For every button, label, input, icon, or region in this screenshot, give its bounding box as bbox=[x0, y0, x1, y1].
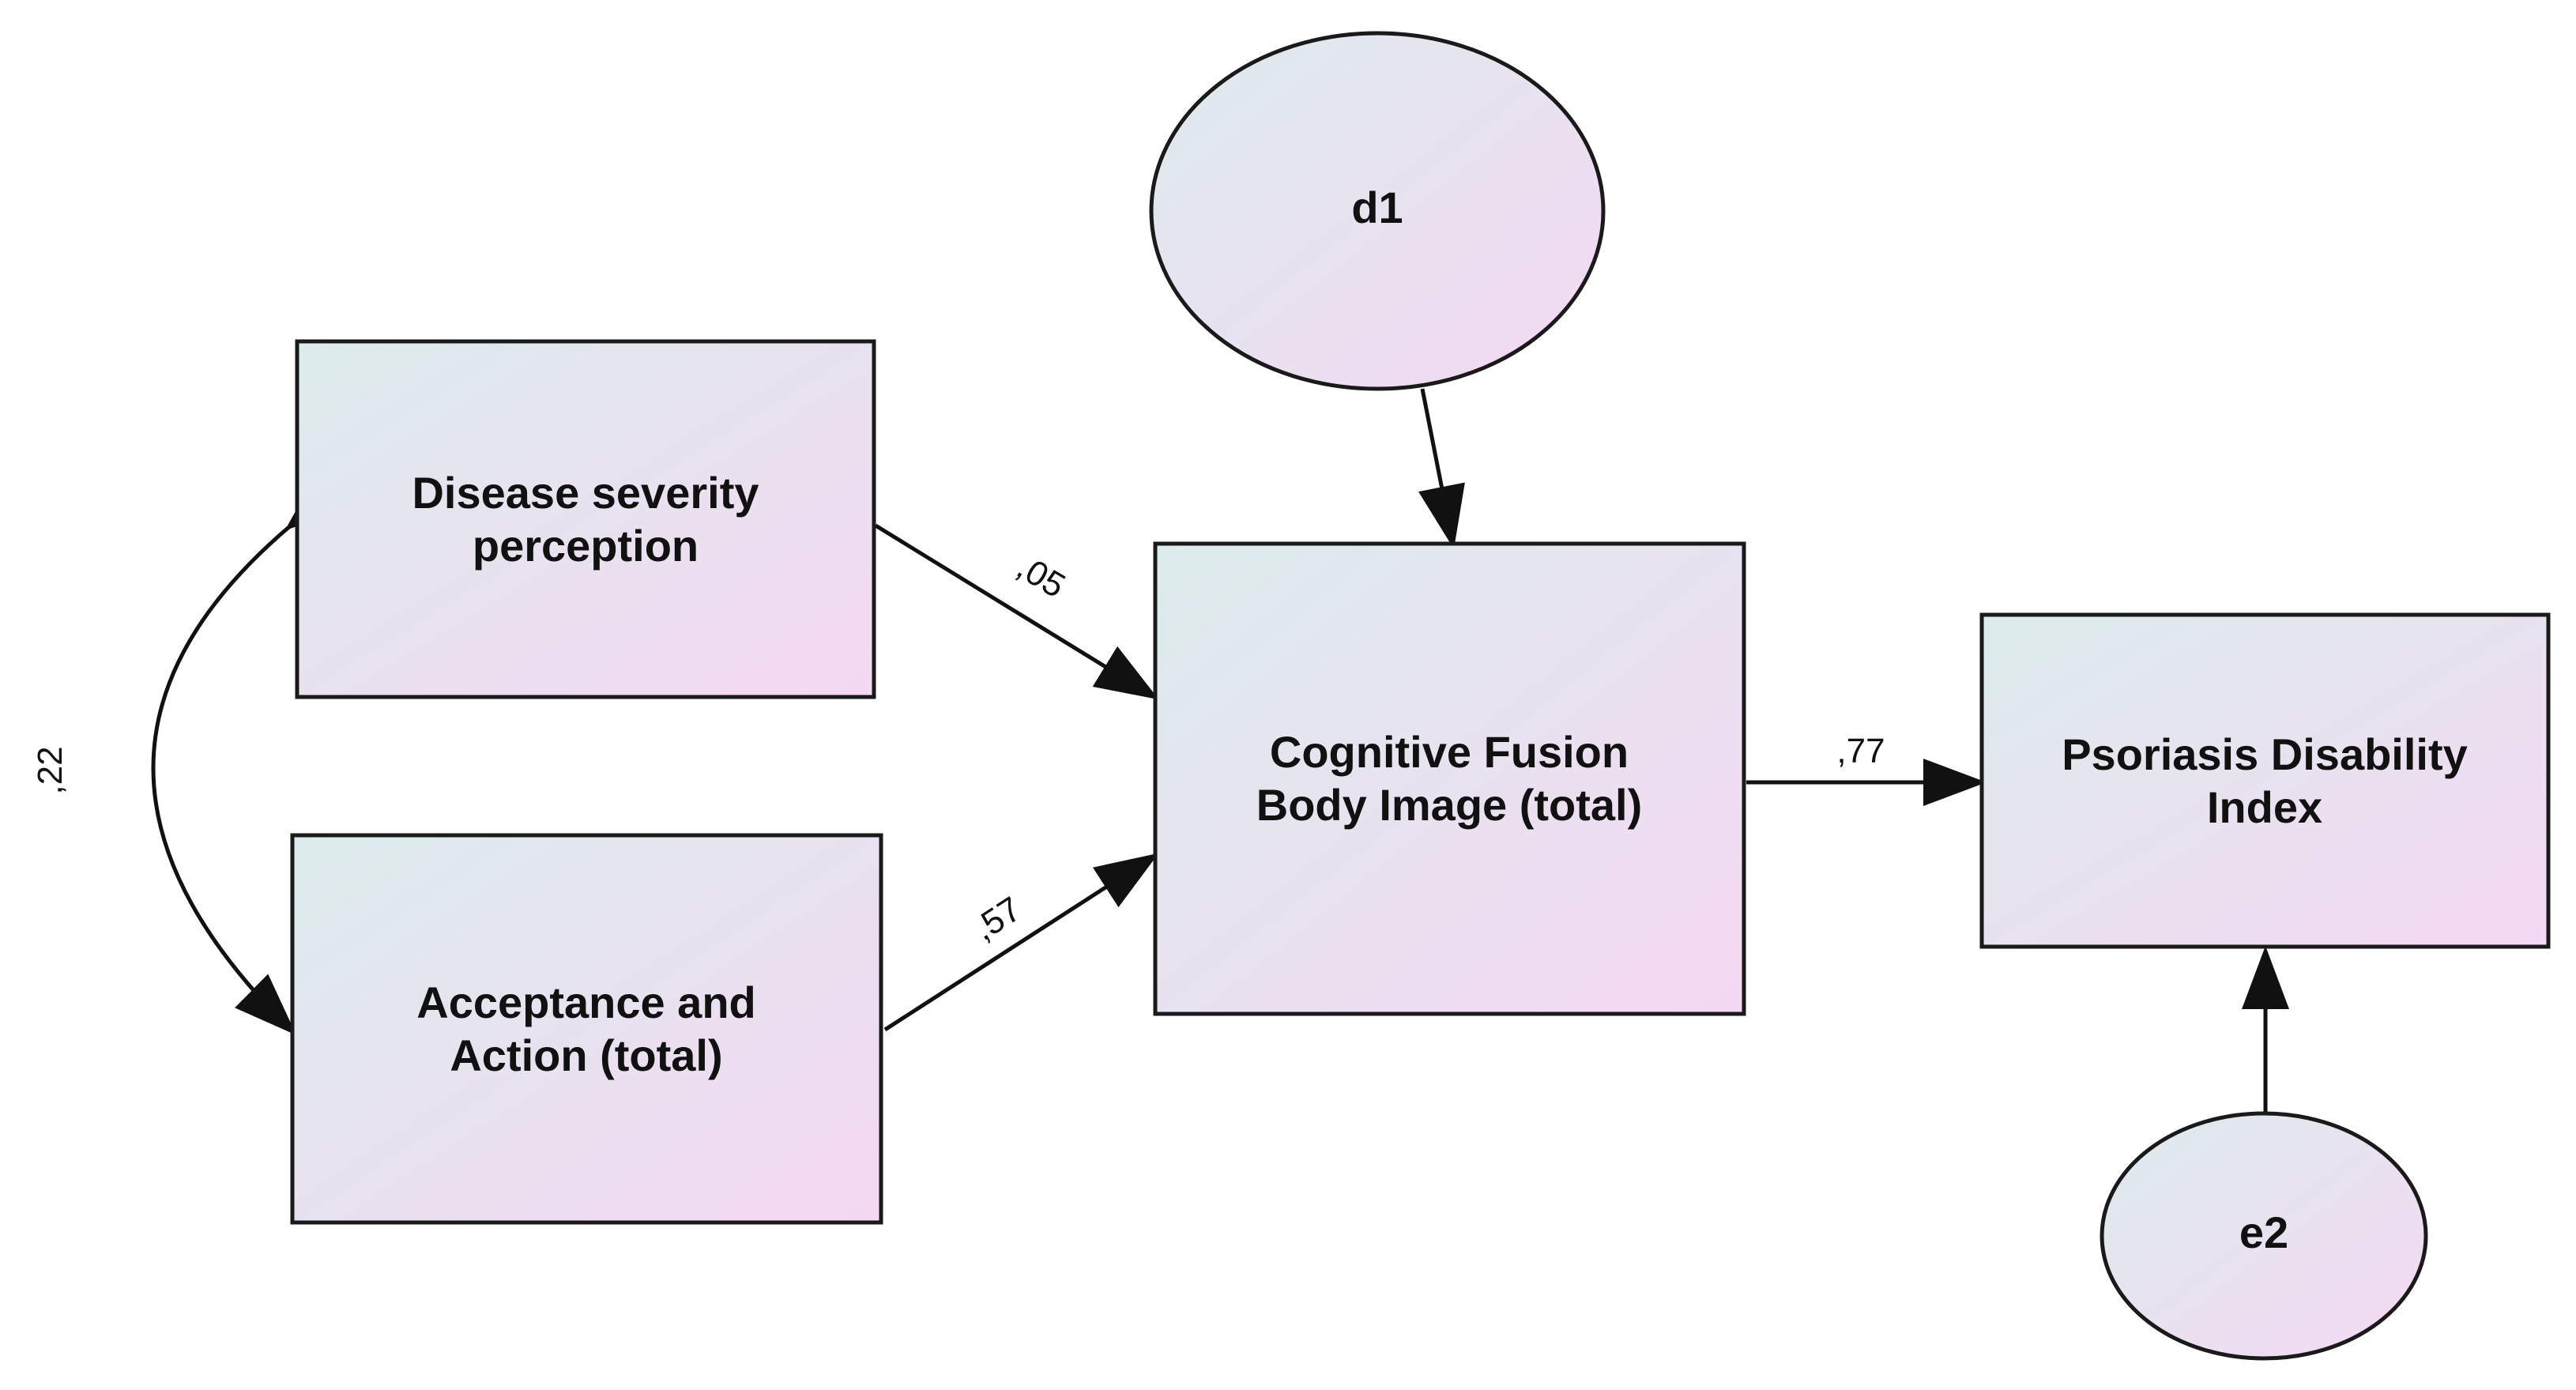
node-acceptance-action: Acceptance and Action (total) bbox=[290, 833, 883, 1225]
node-acceptance-action-line2: Action (total) bbox=[450, 1030, 722, 1080]
node-cognitive-fusion-line2: Body Image (total) bbox=[1256, 780, 1642, 830]
edge-disease-to-cognitive bbox=[874, 523, 1159, 700]
node-d1-label: d1 bbox=[1351, 183, 1403, 232]
node-cognitive-fusion: Cognitive Fusion Body Image (total) bbox=[1153, 541, 1746, 1016]
node-e2: e2 bbox=[2100, 1111, 2428, 1361]
node-psoriasis-disability-line1: Psoriasis Disability bbox=[2062, 729, 2468, 779]
node-d1: d1 bbox=[1149, 31, 1606, 391]
node-psoriasis-disability: Psoriasis Disability Index bbox=[1979, 612, 2551, 949]
node-e2-label: e2 bbox=[2239, 1207, 2288, 1257]
coef-acceptance-to-cognitive: ,57 bbox=[966, 890, 1028, 948]
node-disease-severity: Disease severity perception bbox=[295, 339, 876, 699]
coef-disease-to-cognitive: ,05 bbox=[1011, 548, 1072, 606]
node-disease-severity-line2: perception bbox=[473, 521, 699, 571]
edge-covariance bbox=[151, 471, 348, 1036]
node-disease-severity-line1: Disease severity bbox=[412, 468, 759, 518]
node-acceptance-action-line1: Acceptance and bbox=[416, 978, 756, 1027]
edge-d1-to-cognitive bbox=[1418, 388, 1465, 549]
node-psoriasis-disability-line2: Index bbox=[2207, 782, 2322, 832]
node-cognitive-fusion-line1: Cognitive Fusion bbox=[1270, 727, 1629, 777]
edge-acceptance-to-cognitive bbox=[883, 853, 1159, 1032]
coef-covariance: ,22 bbox=[31, 746, 70, 794]
coef-cognitive-to-psoriasis: ,77 bbox=[1836, 732, 1885, 770]
